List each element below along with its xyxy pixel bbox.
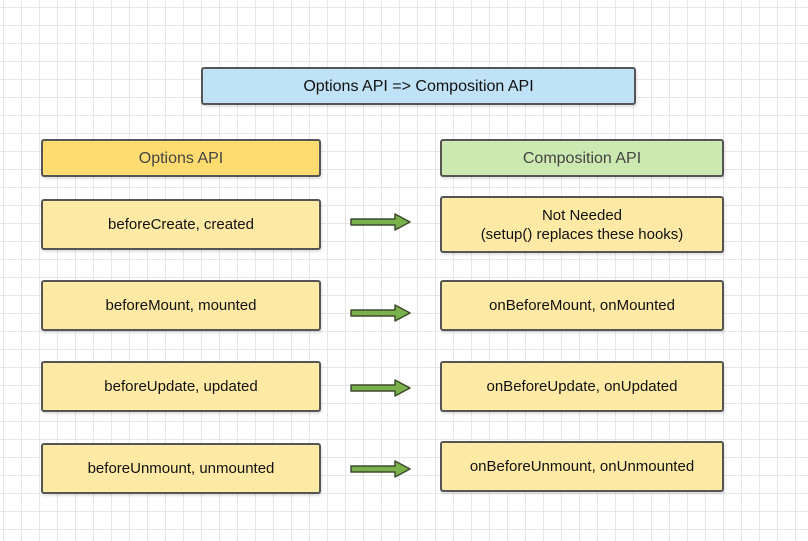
arrow-right-icon	[350, 460, 411, 478]
composition-hook-update: onBeforeUpdate, onUpdated	[440, 361, 724, 412]
composition-hook-mount: onBeforeMount, onMounted	[440, 280, 724, 331]
options-hook-mount: beforeMount, mounted	[41, 280, 321, 331]
arrow-right-icon	[350, 213, 411, 231]
arrow-right-icon	[350, 304, 411, 322]
options-api-header: Options API	[41, 139, 321, 177]
composition-hook-create-line1: Not Needed	[541, 206, 623, 224]
composition-api-header: Composition API	[440, 139, 724, 177]
arrow-right-icon	[350, 379, 411, 397]
composition-hook-create-line2: (setup() replaces these hooks)	[480, 225, 684, 243]
diagram-title: Options API => Composition API	[201, 67, 636, 105]
composition-hook-create: Not Needed (setup() replaces these hooks…	[440, 196, 724, 253]
options-hook-create: beforeCreate, created	[41, 199, 321, 250]
options-hook-update: beforeUpdate, updated	[41, 361, 321, 412]
composition-hook-unmount: onBeforeUnmount, onUnmounted	[440, 441, 724, 492]
options-hook-unmount: beforeUnmount, unmounted	[41, 443, 321, 494]
